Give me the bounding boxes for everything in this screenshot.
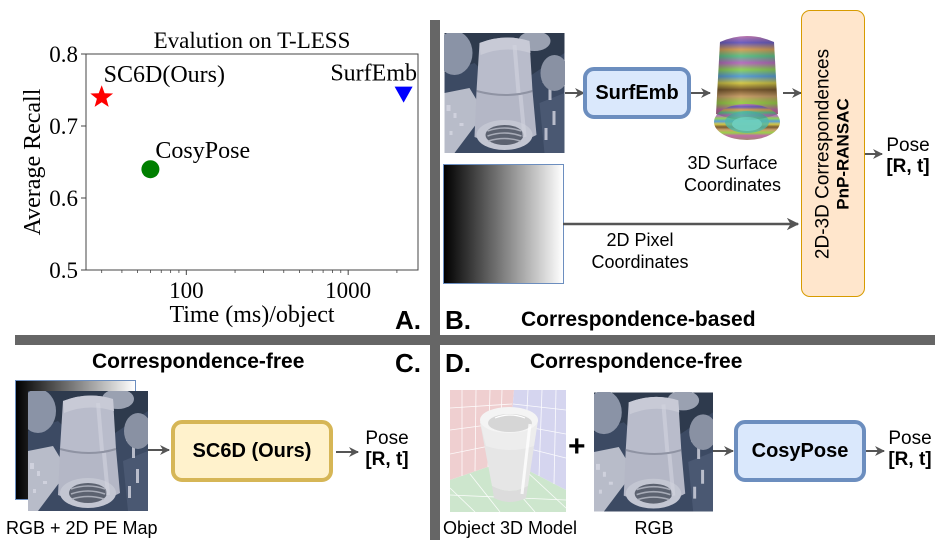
pose-output-b: Pose [R, t] [878, 135, 938, 178]
data-point-star [90, 85, 114, 107]
pose-label: Pose [886, 135, 930, 156]
arrow-surfemb-to-surface [691, 88, 711, 98]
y-axis-label: Average Recall [20, 88, 46, 235]
vertical-divider [430, 20, 440, 540]
pixel-caption-line1: 2D Pixel [606, 230, 674, 250]
x-tick-label: 100 [169, 278, 204, 303]
section-title-c: Correspondence-free [92, 350, 305, 373]
pixel-coordinates-caption: 2D Pixel Coordinates [580, 230, 700, 273]
pose-output-d: Pose [R, t] [880, 428, 940, 471]
y-tick-label: 0.8 [49, 42, 78, 67]
cosypose-box: CosyPose [734, 420, 866, 482]
pnp-ransac-label: PnP-RANSAC [833, 97, 853, 210]
surface-caption-line2: Coordinates [683, 174, 782, 195]
panel-letter-a: A. [395, 305, 421, 335]
arrow-pixel-to-pnp [563, 217, 800, 231]
rgb-caption: RGB [634, 518, 674, 538]
section-title-d: Correspondence-free [530, 350, 743, 373]
arrow-input-to-sc6d [148, 445, 170, 455]
pose-label: Pose [888, 428, 932, 449]
panel-letter-b: B. [445, 305, 471, 335]
data-point-label: SurfEmb [330, 61, 417, 87]
rgb-image [594, 392, 713, 512]
plus-sign: + [568, 430, 586, 463]
arrow-cosypose-to-pose [866, 446, 885, 456]
y-tick-label: 0.5 [49, 258, 78, 283]
plot-frame [85, 53, 419, 271]
section-title-b: Correspondence-based [521, 308, 756, 331]
sc6d-label: SC6D (Ours) [192, 439, 312, 462]
arrow-surface-to-pnp [783, 88, 802, 98]
arrow-rgb-to-cosypose [713, 446, 734, 456]
panel-letter-d: D. [445, 348, 471, 378]
rgb-image [444, 33, 565, 153]
x-axis-label: Time (ms)/object [169, 302, 334, 328]
pnp-ransac-box: 2D-3D Correspondences PnP-RANSAC [801, 10, 865, 297]
arrow-pnp-to-pose [865, 149, 883, 159]
surface-coordinates-caption: 3D Surface Coordinates [665, 153, 800, 196]
y-tick-label: 0.6 [49, 186, 78, 211]
pose-output-c: Pose [R, t] [357, 428, 417, 471]
surfemb-label: SurfEmb [595, 81, 679, 104]
surface-caption-line1: 3D Surface [687, 153, 778, 173]
pixel-caption-line2: Coordinates [591, 251, 689, 272]
arrow-sc6d-to-pose [336, 447, 359, 457]
pose-value: [R, t] [365, 449, 409, 471]
object-3d-model-render [450, 390, 566, 512]
data-point-circle [141, 160, 160, 179]
panel-letter-c: C. [395, 348, 421, 378]
data-point-label: CosyPose [155, 138, 250, 164]
pose-label: Pose [365, 428, 409, 449]
cosypose-label: CosyPose [751, 439, 849, 462]
sc6d-box: SC6D (Ours) [171, 420, 333, 482]
x-tick-label: 1000 [325, 278, 371, 303]
pose-value: [R, t] [888, 449, 932, 471]
correspondences-label: 2D-3D Correspondences [812, 48, 834, 259]
input-caption-c: RGB + 2D PE Map [6, 518, 158, 538]
rgb-image [28, 391, 148, 511]
object-model-caption: Object 3D Model [443, 518, 578, 538]
data-point-triangle [394, 86, 413, 103]
surfemb-box: SurfEmb [583, 67, 691, 119]
data-point-label: SC6D(Ours) [104, 62, 225, 88]
recall-vs-time-chart: Evalution on T-LESS 0.5 0.6 0.7 0.8 100 1000… [20, 28, 419, 328]
horizontal-divider [15, 335, 935, 345]
arrow-rgb-to-surfemb [565, 88, 585, 98]
pixel-coordinates-gradient [443, 164, 564, 284]
pose-value: [R, t] [886, 156, 930, 178]
chart-title: Evalution on T-LESS [154, 28, 351, 53]
surface-coordinates-cylinder [714, 36, 780, 140]
y-tick-label: 0.7 [49, 114, 78, 139]
